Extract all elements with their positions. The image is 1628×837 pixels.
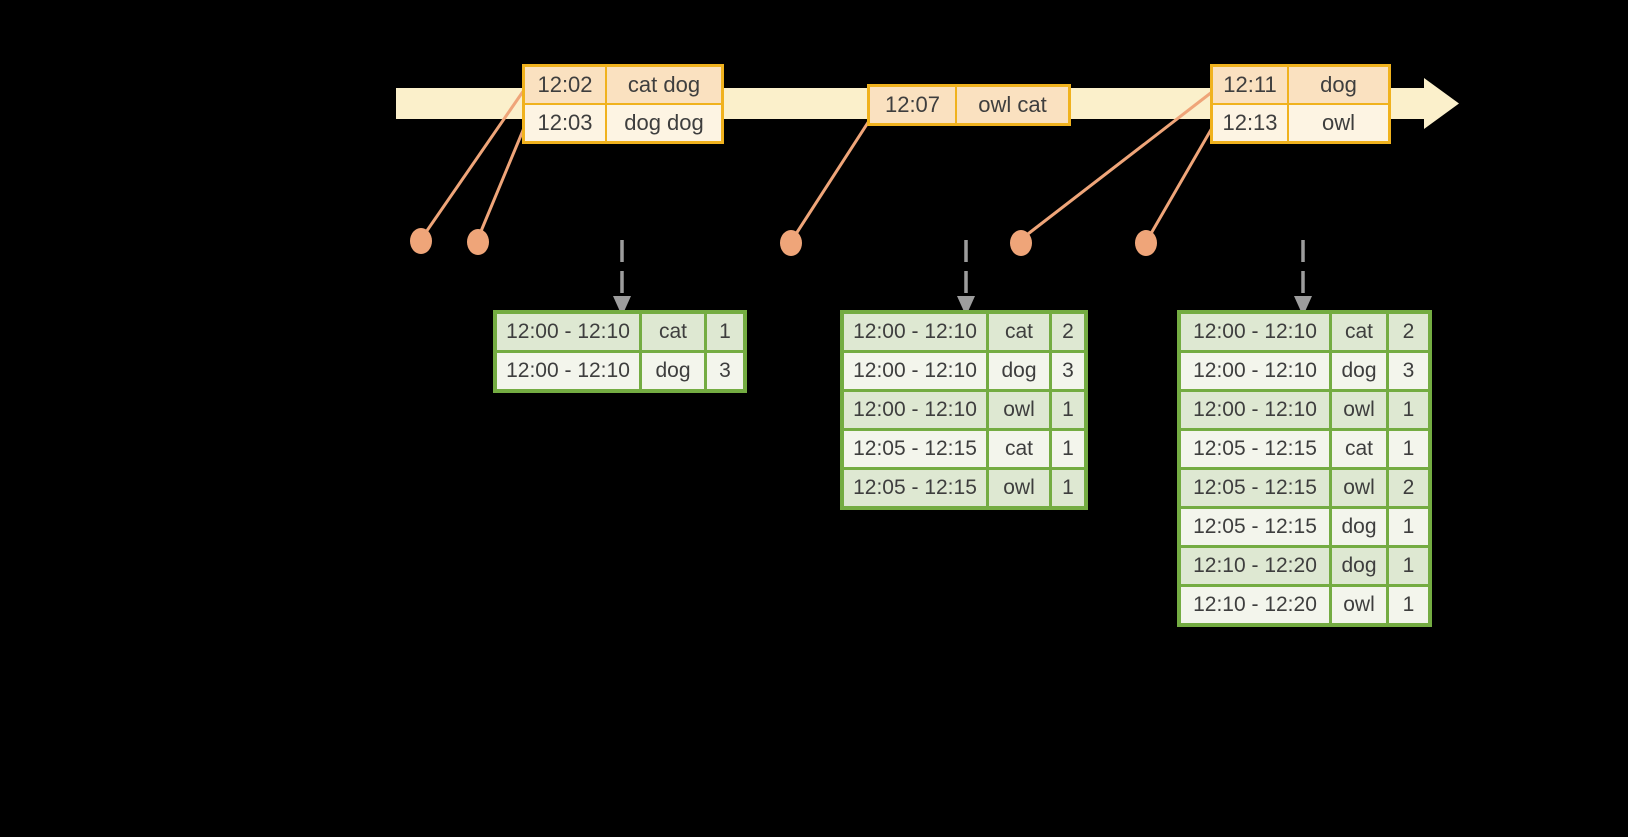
table-cell: owl cat [955,87,1068,123]
table-cell: 3 [704,353,743,389]
table-cell: 12:00 - 12:10 [1181,392,1329,428]
table-cell: 12:05 - 12:15 [844,470,986,506]
table-cell: 12:10 - 12:20 [1181,548,1329,584]
table-cell: 12:00 - 12:10 [497,353,639,389]
table-cell: cat [1329,431,1386,467]
event-dot [780,230,802,256]
table-cell: cat [986,314,1049,350]
table-cell: owl [1287,105,1388,141]
table-cell: owl [1329,587,1386,623]
table-cell: owl [986,470,1049,506]
table-cell: 1 [1049,470,1084,506]
table-cell: 12:02 [525,67,605,103]
table-cell: 12:07 [870,87,955,123]
trigger-arrow-head [613,296,631,316]
event-dot [1010,230,1032,256]
table-cell: 3 [1049,353,1084,389]
table-cell: dog dog [605,105,721,141]
table-cell: 2 [1386,470,1428,506]
trigger-arrow-head [957,296,975,316]
table-cell: 12:11 [1213,67,1287,103]
table-cell: 1 [1386,392,1428,428]
table-cell: dog [986,353,1049,389]
event-connector-line [422,89,526,236]
table-cell: 3 [1386,353,1428,389]
table-cell: 1 [1386,548,1428,584]
table-cell: dog [639,353,704,389]
table-cell: owl [1329,470,1386,506]
table-cell: 12:00 - 12:10 [1181,314,1329,350]
event-connector-line [477,127,526,237]
table-cell: 12:00 - 12:10 [844,353,986,389]
table-cell: 12:00 - 12:10 [497,314,639,350]
table-cell: cat [639,314,704,350]
table-cell: 12:13 [1213,105,1287,141]
table-cell: 1 [1049,392,1084,428]
event-dot [410,228,432,254]
table-cell: 1 [1386,587,1428,623]
table-cell: cat [1329,314,1386,350]
table-cell: dog [1329,548,1386,584]
table-cell: 12:05 - 12:15 [1181,431,1329,467]
table-cell: 12:05 - 12:15 [1181,509,1329,545]
table-cell: owl [1329,392,1386,428]
trigger-arrow-head [1294,296,1312,316]
table-cell: 1 [1386,431,1428,467]
table-cell: 2 [1049,314,1084,350]
table-cell: 12:03 [525,105,605,141]
table-cell: 12:00 - 12:10 [844,314,986,350]
table-cell: cat [986,431,1049,467]
table-cell: cat dog [605,67,721,103]
table-cell: 12:05 - 12:15 [1181,470,1329,506]
table-cell: dog [1287,67,1388,103]
table-cell: dog [1329,509,1386,545]
table-cell: 1 [1386,509,1428,545]
table-cell: 12:10 - 12:20 [1181,587,1329,623]
event-connector-line [1023,90,1213,239]
table-cell: 2 [1386,314,1428,350]
table-cell: 1 [704,314,743,350]
table-cell: owl [986,392,1049,428]
event-connector-line [792,120,871,238]
table-cell: 1 [1049,431,1084,467]
event-dot [467,229,489,255]
table-cell: 12:05 - 12:15 [844,431,986,467]
table-cell: 12:00 - 12:10 [1181,353,1329,389]
event-dot [1135,230,1157,256]
table-cell: dog [1329,353,1386,389]
table-cell: 12:00 - 12:10 [844,392,986,428]
event-connector-line [1147,127,1214,238]
